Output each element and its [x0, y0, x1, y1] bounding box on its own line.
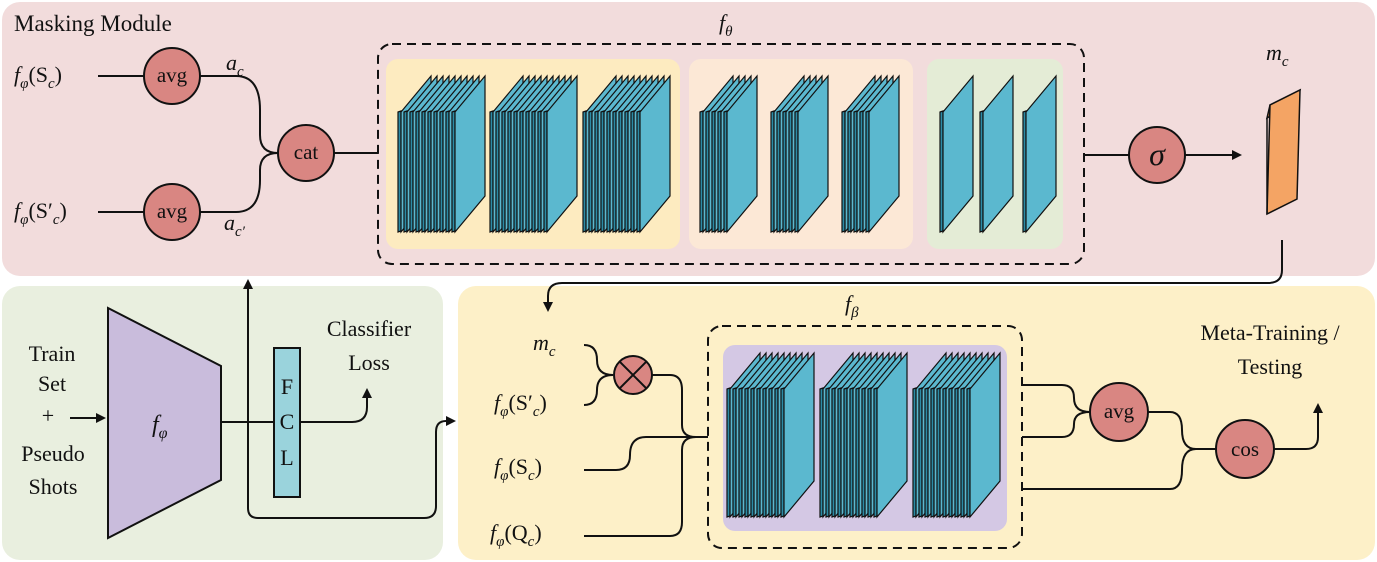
avg-node-bottom-label: avg [157, 199, 188, 223]
connector-line [584, 436, 697, 537]
fcl-letter: F [281, 374, 293, 399]
f-beta-label: fβ [845, 291, 859, 321]
mask-m-c-label: mc [1266, 40, 1289, 70]
feature-layer [546, 74, 578, 234]
connector-line [583, 374, 614, 406]
connector-line [200, 152, 279, 213]
output-arrow [1274, 403, 1323, 450]
avg-node-top-label: avg [157, 63, 188, 87]
feature-layer [639, 74, 671, 234]
train-set-label: Train Set + Pseudo Shots [21, 341, 85, 499]
feature-layer [876, 351, 908, 519]
masking-input-s-c: fφ(Sc) [14, 62, 62, 92]
a-c-prime-label: ac′ [224, 210, 246, 240]
masking-input-s-prime-c: fφ(S′c) [14, 198, 67, 228]
meta-input-s-c: fφ(Sc) [494, 454, 542, 484]
cat-node-label: cat [294, 140, 319, 164]
connector-line [584, 436, 708, 471]
multiply-cross [618, 360, 648, 390]
meta-m-c-label: mc [533, 330, 556, 360]
f-beta-box [707, 325, 1023, 549]
meta-training-title-line-2: Testing [1238, 354, 1302, 379]
feature-to-meta-arrow [247, 416, 456, 519]
feature-layer [969, 351, 1001, 519]
connector-line [1022, 448, 1197, 490]
train-set-line: + [42, 403, 54, 428]
connector-line [1022, 384, 1091, 413]
classifier-loss-arrow [300, 388, 372, 423]
fcl-letter: C [280, 409, 295, 434]
feature-layer [454, 74, 486, 234]
mask-face [1266, 88, 1301, 216]
meta-training-title-line-1: Meta-Training / [1200, 320, 1340, 345]
feature-layer [797, 74, 829, 234]
classifier-loss-line: Loss [348, 350, 390, 375]
connector-line [1022, 411, 1091, 438]
meta-input-s-prime-c: fφ(S′c) [494, 390, 547, 420]
train-set-line: Pseudo [21, 441, 85, 466]
a-c-label: ac [226, 50, 244, 80]
feature-layer [942, 74, 974, 234]
feature-layer [783, 351, 815, 519]
feature-layer [1025, 74, 1057, 234]
meta-input-q-c: fφ(Qc) [490, 520, 542, 550]
connector-line [200, 75, 279, 154]
meta-avg-node-label: avg [1104, 399, 1135, 423]
feature-layer [982, 74, 1014, 234]
feature-layer [868, 74, 900, 234]
fcl-block [273, 347, 301, 498]
f-phi-trapezoid [107, 306, 222, 540]
f-phi-label: fφ [152, 412, 168, 442]
sigma-node-label: σ [1149, 136, 1166, 172]
classifier-loss-line: Classifier [327, 316, 412, 341]
f-theta-label: fθ [719, 10, 733, 40]
train-set-line: Shots [29, 474, 78, 499]
fcl-letter: L [280, 445, 293, 470]
masking-module-title: Masking Module [14, 11, 172, 36]
mask-to-meta-arrow [543, 240, 1283, 312]
connector-line [583, 344, 614, 376]
feature-layer [726, 74, 758, 234]
train-set-line: Set [38, 371, 66, 396]
connector-line [1148, 411, 1216, 450]
cos-node-label: cos [1231, 437, 1259, 461]
train-set-line: Train [29, 341, 76, 366]
